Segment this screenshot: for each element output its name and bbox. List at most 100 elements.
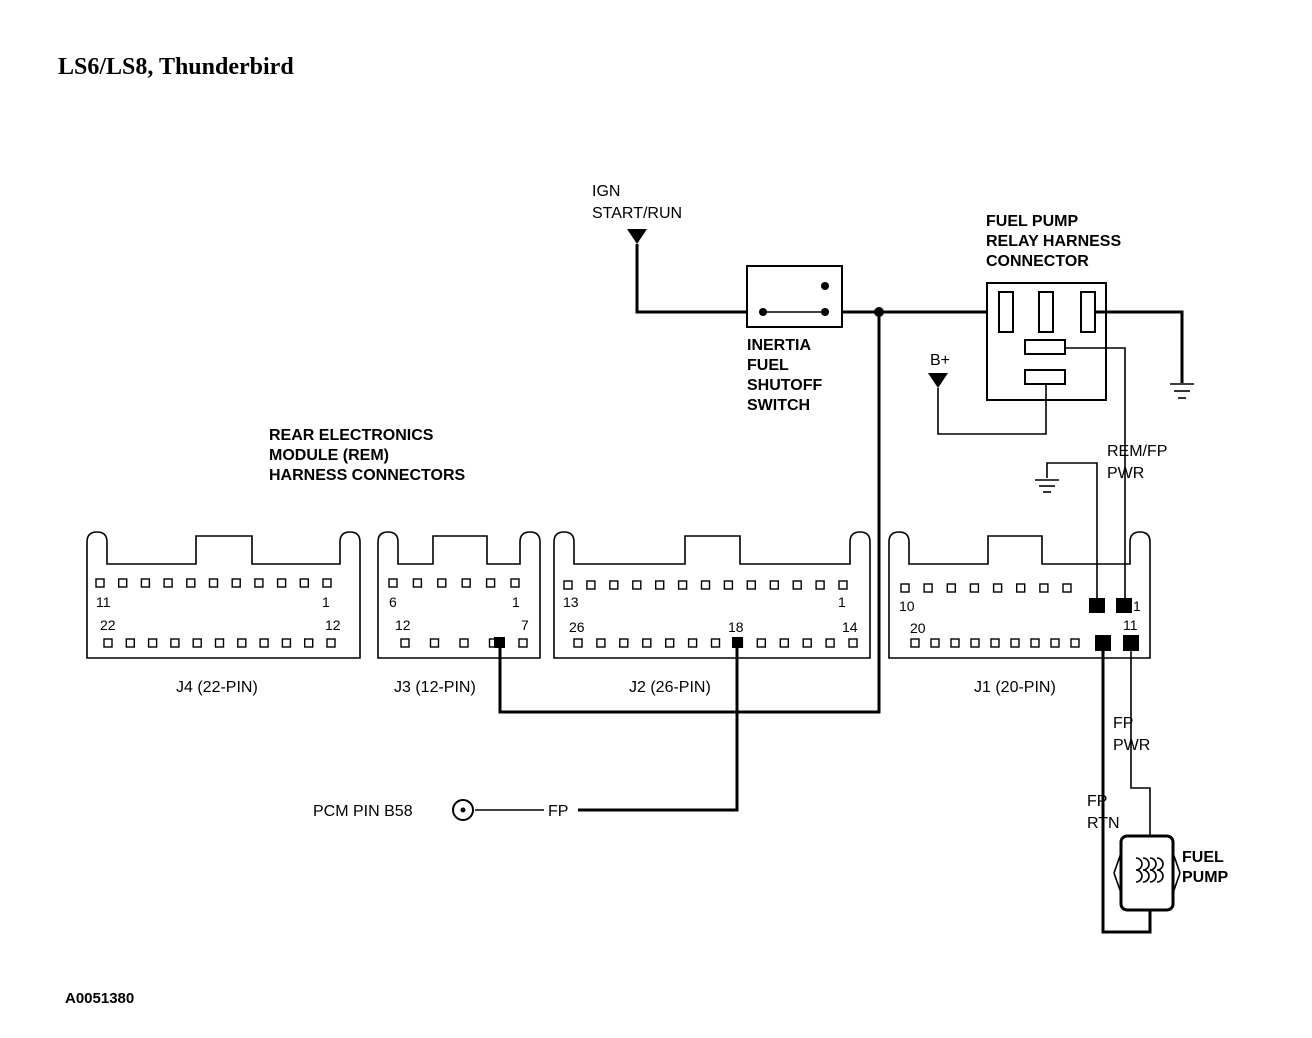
- battery-power-arrow-icon: [928, 373, 948, 388]
- j4-pin-1: 1: [322, 594, 330, 610]
- j1-pin-cavity: [1070, 638, 1080, 648]
- fp-rtn-label-1: FP: [1087, 793, 1107, 810]
- j4-pin-cavity: [326, 638, 336, 648]
- j4-pin-cavity: [322, 578, 332, 588]
- j1-pin-cavity: [930, 638, 940, 648]
- fp-pwr-label-1: FP: [1113, 715, 1133, 732]
- fuel-pump-label-2: PUMP: [1182, 869, 1229, 886]
- j2-pin-26: 26: [569, 619, 585, 635]
- j4-pin-22: 22: [100, 617, 116, 633]
- connector-j1: [888, 531, 1151, 659]
- j1-pin-cavity: [946, 583, 956, 593]
- j4-pin-cavity: [147, 638, 158, 648]
- j1-pin-cavity: [910, 638, 920, 648]
- j2-pin-cavity: [655, 580, 665, 590]
- j1-pin-11-active: [1123, 635, 1139, 651]
- j2-pin-cavity: [710, 638, 721, 648]
- fuel-pump-label-1: FUEL: [1182, 849, 1224, 866]
- j1-pin-10: 10: [899, 598, 915, 614]
- j2-pin-cavity: [779, 638, 789, 648]
- j1-pin-11: 11: [1123, 617, 1138, 633]
- rem-fp-pwr-label-2: PWR: [1107, 465, 1144, 482]
- j4-pin-cavity: [163, 578, 173, 588]
- j2-pin-14: 14: [842, 619, 858, 635]
- j1-pin-cavity: [1050, 638, 1060, 648]
- j2-pin-1: 1: [838, 594, 846, 610]
- j2-pin-cavity: [642, 638, 652, 648]
- j2-pin-cavity: [677, 580, 688, 590]
- ign-power-arrow-icon: [627, 229, 647, 244]
- j2-pin-cavity: [825, 638, 835, 648]
- j2-pin-cavity: [723, 580, 734, 590]
- j2-pin-cavity: [632, 580, 642, 590]
- relay-label-2: RELAY HARNESS: [986, 233, 1121, 250]
- j1-pin-cavity: [992, 583, 1003, 593]
- j4-pin-cavity: [170, 638, 180, 648]
- rem-label-3: HARNESS CONNECTORS: [269, 467, 466, 484]
- j4-pin-cavity: [254, 578, 264, 588]
- rem-ground-wire: [1046, 462, 1098, 600]
- j4-pin-cavity: [281, 638, 292, 648]
- j2-pin-13: 13: [563, 594, 579, 610]
- j2-pin-cavity: [746, 580, 756, 590]
- j4-pin-cavity: [304, 638, 314, 648]
- j4-pin-cavity: [237, 638, 247, 648]
- j3-pin-7: 7: [521, 617, 529, 633]
- j2-pin-cavity: [573, 638, 583, 648]
- j4-pin-12: 12: [325, 617, 341, 633]
- j1-pin-cavity: [923, 583, 933, 593]
- j2-pin-cavity: [756, 638, 766, 648]
- connector-j4: [86, 531, 361, 659]
- figure-id: A0051380: [65, 990, 134, 1007]
- j4-pin-cavity: [214, 638, 225, 648]
- j1-pin-cavity: [990, 638, 1000, 648]
- j2-pin-18-active: [732, 637, 743, 648]
- inertia-switch: [746, 265, 843, 328]
- j1-pin-cavity: [969, 583, 980, 593]
- ground-symbol-icon: [1170, 383, 1194, 399]
- fuel-pump-motor-icon: [1113, 834, 1181, 912]
- j3-pin-cavity: [400, 638, 410, 648]
- rem-ground-icon: [1035, 479, 1059, 493]
- j2-pin-cavity: [792, 580, 802, 590]
- j4-pin-cavity: [276, 578, 287, 588]
- j1-pin-cavity: [900, 583, 910, 593]
- j4-label: J4 (22-PIN): [176, 679, 258, 696]
- inertia-label-4: SWITCH: [747, 397, 810, 414]
- j2-pin-cavity: [609, 580, 619, 590]
- inertia-label-3: SHUTOFF: [747, 377, 822, 394]
- j4-pin-cavity: [125, 638, 136, 648]
- inertia-label-1: INERTIA: [747, 337, 811, 354]
- j2-pin-cavity: [665, 638, 675, 648]
- j3-pin-cavity: [485, 578, 496, 588]
- j4-pin-cavity: [95, 578, 105, 588]
- j1-pin-cavity: [1016, 583, 1026, 593]
- j3-feed-wire: [498, 312, 881, 714]
- j2-pin-cavity: [769, 580, 779, 590]
- relay-label-3: CONNECTOR: [986, 253, 1089, 270]
- j4-pin-cavity: [259, 638, 269, 648]
- j3-pin-6: 6: [389, 594, 397, 610]
- rem-label-2: MODULE (REM): [269, 447, 389, 464]
- j2-pin-cavity: [687, 638, 698, 648]
- j3-pin-cavity: [510, 578, 520, 588]
- battery-wire: [937, 384, 1047, 435]
- j3-pin-cavity: [437, 578, 447, 588]
- j2-pin-cavity: [815, 580, 825, 590]
- j2-pin-cavity: [848, 638, 858, 648]
- connector-j3: [377, 531, 541, 659]
- j3-pin-active: [494, 637, 505, 648]
- j2-pin-cavity: [596, 638, 606, 648]
- ign-start-run-label: START/RUN: [592, 205, 682, 222]
- j2-pin-cavity: [802, 638, 812, 648]
- battery-label: B+: [930, 352, 950, 369]
- j1-label: J1 (20-PIN): [974, 679, 1056, 696]
- j3-pin-cavity: [518, 638, 528, 648]
- j4-pin-cavity: [299, 578, 309, 588]
- j1-pin-cavity: [1039, 583, 1049, 593]
- j1-pin-1: 1: [1133, 598, 1141, 614]
- j1-ground-pin-active: [1089, 598, 1105, 613]
- j1-fp-rtn-pin-active: [1095, 635, 1111, 651]
- j4-pin-11: 11: [96, 594, 111, 610]
